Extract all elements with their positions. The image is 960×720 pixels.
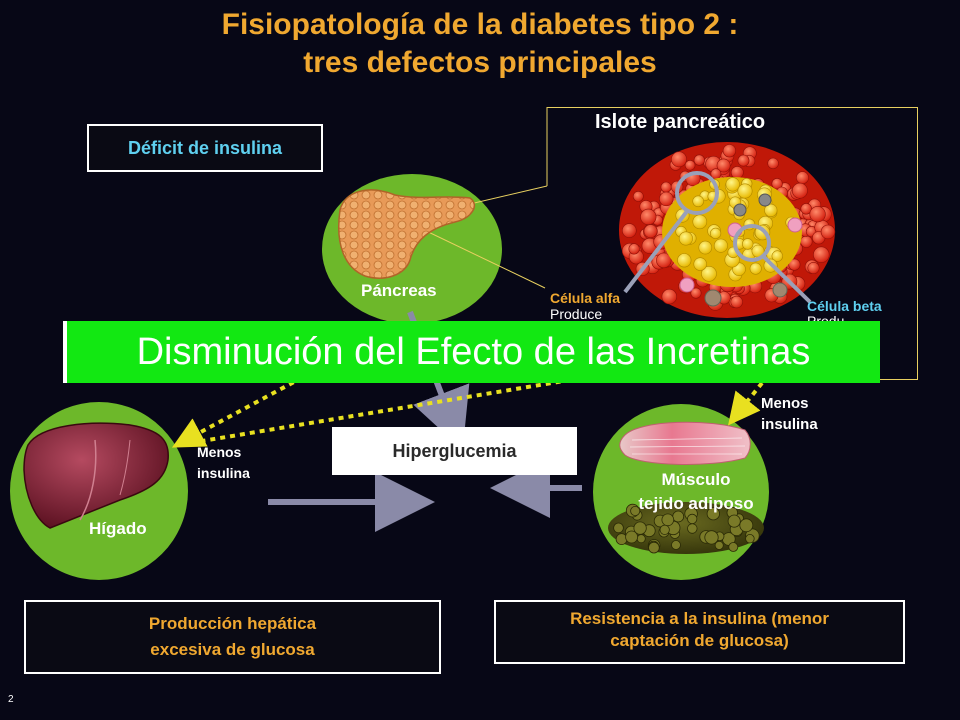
hyperglycemia-label: Hiperglucemia [392, 441, 517, 461]
callout-line-top [469, 185, 548, 205]
liver-label: Hígado [89, 519, 147, 538]
insulin-resistance-line-2: captación de glucosa) [610, 631, 789, 650]
hepatic-production-box: Producción hepática excesiva de glucosa [24, 600, 441, 674]
less-insulin-muscle-line-2: insulina [761, 416, 818, 433]
incretin-effect-label: Disminución del Efecto de las Incretinas [136, 331, 811, 373]
insulin-resistance-line-1: Resistencia a la insulina (menor [570, 609, 829, 628]
title-line-2: tres defectos principales [303, 46, 657, 79]
muscle-label-line-1: Músculo [661, 470, 731, 489]
less-insulin-liver-line-2: insulina [197, 465, 250, 481]
less-insulin-liver-label: Menos insulina [197, 442, 250, 484]
page-title: Fisiopatología de la diabetes tipo 2 : t… [0, 6, 960, 82]
pancreas-label: Páncreas [361, 281, 437, 300]
hyperglycemia-box: Hiperglucemia [332, 427, 577, 475]
insulin-deficit-label: Déficit de insulina [127, 138, 283, 158]
less-insulin-liver-line-1: Menos [197, 444, 242, 460]
muscle-label-line-2: tejido adiposo [638, 494, 754, 513]
slide-number: 2 [8, 694, 14, 705]
beta-cell-label: Célula beta [807, 298, 882, 314]
pancreas-organ-icon [338, 189, 476, 279]
hepatic-production-line-2: excesiva de glucosa [150, 640, 315, 659]
alpha-cell-label: Célula alfa [550, 290, 621, 306]
insulin-deficit-box: Déficit de insulina [87, 124, 323, 172]
less-insulin-muscle-line-1: Menos [761, 395, 809, 412]
islet-title: Islote pancreático [595, 111, 766, 133]
islet-callout-frame-bottom [860, 379, 918, 380]
dotted-arrow-to-muscle [728, 381, 764, 426]
less-insulin-muscle-label: Menos insulina [761, 393, 818, 435]
muscle-label: Músculo tejido adiposo [621, 468, 771, 516]
adipose-tissue-icon [608, 502, 764, 554]
muscle-tissue-icon [619, 421, 751, 465]
hepatic-production-line-1: Producción hepática [148, 614, 317, 633]
alpha-cell-sublabel: Produce [550, 306, 603, 322]
incretin-effect-banner: Disminución del Efecto de las Incretinas [63, 321, 880, 383]
liver-organ-icon [23, 422, 169, 529]
pancreatic-islet-icon [619, 142, 836, 318]
callout-line-bottom [419, 227, 546, 289]
islet-callout-frame [547, 107, 918, 380]
insulin-resistance-box: Resistencia a la insulina (menor captaci… [494, 600, 905, 664]
title-line-1: Fisiopatología de la diabetes tipo 2 : [221, 8, 739, 41]
